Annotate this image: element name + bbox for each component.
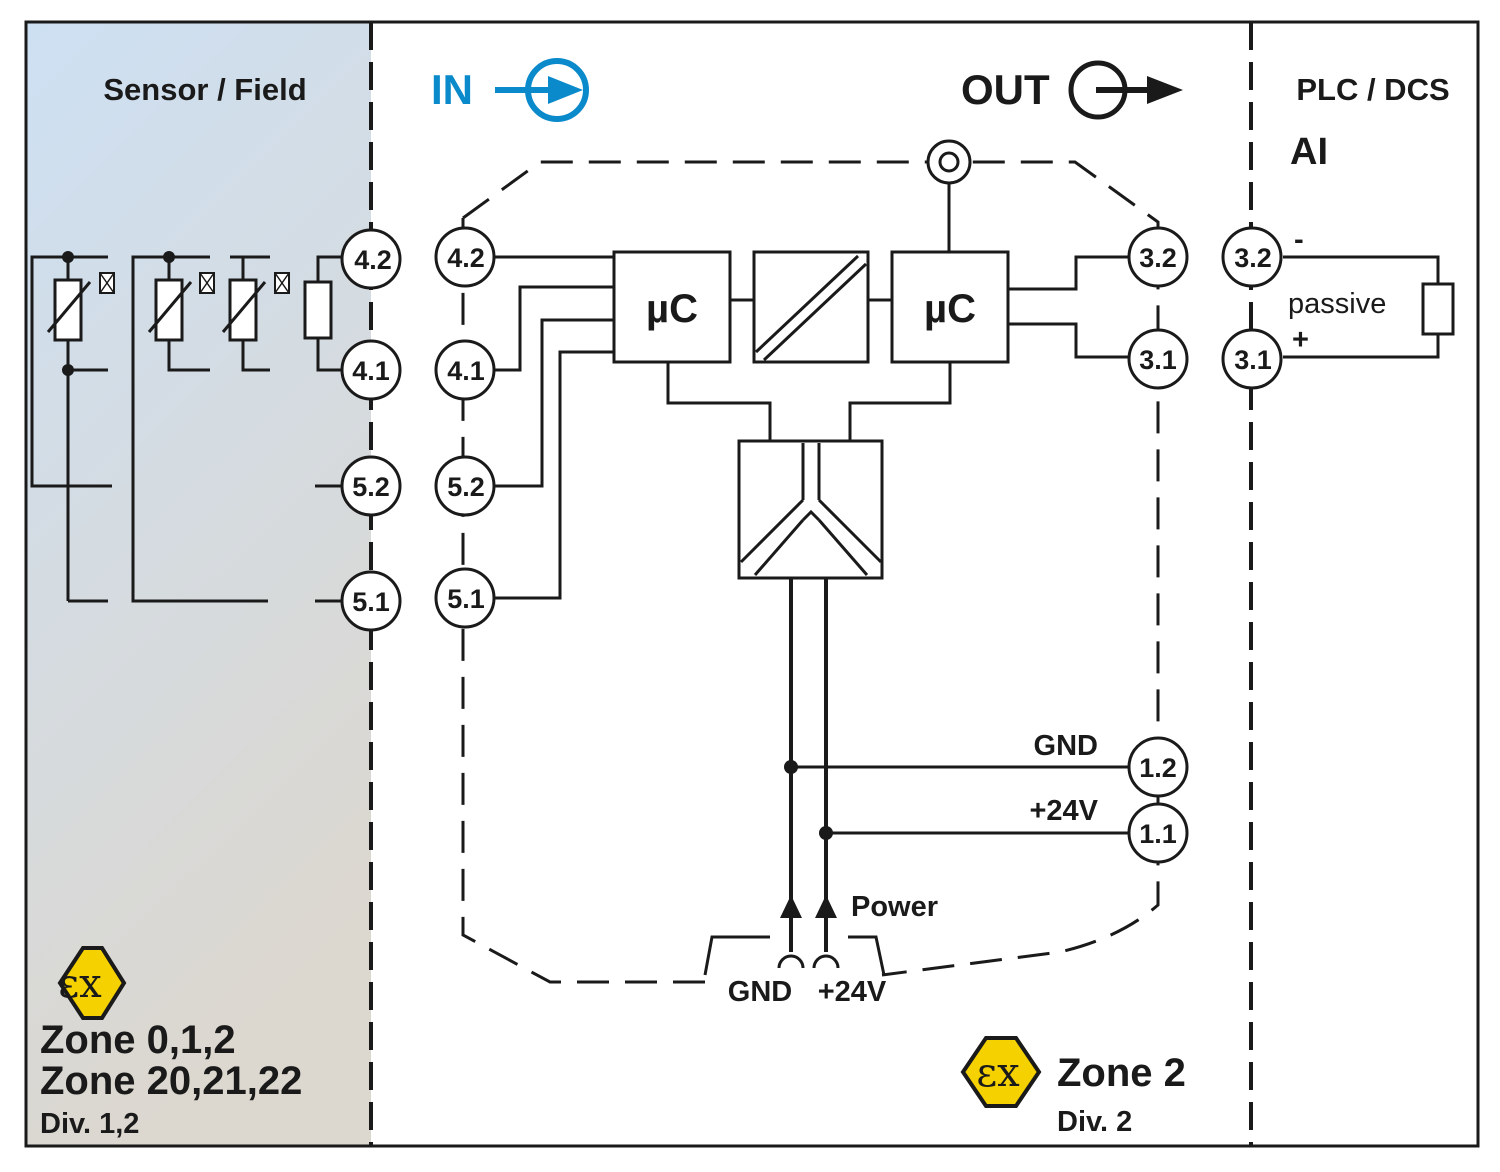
terminal-input-1: 4.2: [434, 226, 496, 288]
svg-text:εx: εx: [976, 1050, 1020, 1096]
field-zone-line2: Zone 20,21,22: [40, 1059, 302, 1103]
terminal-power-1: 1.2: [1127, 736, 1189, 798]
terminal-plc-2: 3.1: [1221, 328, 1283, 390]
svg-text:5.2: 5.2: [352, 472, 390, 502]
gnd-label: GND: [1034, 730, 1098, 762]
svg-text:5.1: 5.1: [352, 587, 390, 617]
terminal-input-4: 5.1: [434, 567, 496, 629]
in-arrow-icon: [548, 76, 583, 104]
ex-badge-field: εx: [57, 946, 127, 1020]
field-sensors: [30, 251, 342, 603]
svg-text:3.1: 3.1: [1139, 345, 1177, 375]
ex-hexagon-icon: [960, 1036, 1042, 1108]
ex-badge-device: εx: [960, 1036, 1042, 1108]
device-div: Div. 2: [1057, 1106, 1132, 1138]
terminal-field-4: 5.1: [340, 570, 402, 632]
terminal-output-1: 3.2: [1127, 226, 1189, 288]
outer-frame: [24, 20, 1480, 1148]
out-signal: OUT: [961, 60, 1183, 120]
terminals-device-input: 4.2 4.1 5.2 5.1: [434, 226, 496, 629]
power-gnd-arrow-icon: [780, 895, 802, 918]
svg-text:4.2: 4.2: [447, 243, 485, 273]
power-label: Power: [851, 891, 938, 923]
plus-label: +: [1292, 324, 1309, 356]
plus24-label: +24V: [1029, 795, 1098, 827]
terminal-field-3: 5.2: [340, 455, 402, 517]
bus-gnd-label: GND: [728, 976, 792, 1008]
minus-label: -: [1294, 224, 1304, 256]
svg-text:4.2: 4.2: [354, 245, 392, 275]
bus-24v-label: +24V: [818, 976, 887, 1008]
plc-load-resistor: [1421, 282, 1455, 336]
uc-left-block: [612, 250, 732, 364]
terminal-field-1: 4.2: [340, 228, 402, 290]
svg-text:5.1: 5.1: [447, 584, 485, 614]
power-24v-arrow-icon: [815, 895, 837, 918]
field-title: Sensor / Field: [103, 72, 306, 107]
terminals-device-output: 3.2 3.1 1.2 1.1: [1127, 226, 1189, 864]
out-arrow-icon: [1147, 76, 1183, 104]
terminal-input-2: 4.1: [434, 339, 496, 401]
svg-text:4.1: 4.1: [352, 356, 390, 386]
out-label: OUT: [961, 66, 1050, 113]
svg-text:3.2: 3.2: [1139, 243, 1177, 273]
device-enclosure: [461, 160, 1160, 984]
isolation-block: [752, 250, 870, 364]
terminal-field-2: 4.1: [340, 339, 402, 401]
earth-terminal-icon: [926, 139, 972, 185]
terminal-plc-1: 3.2: [1221, 226, 1283, 288]
svg-text:5.2: 5.2: [447, 472, 485, 502]
uc-right-block: [890, 250, 1010, 364]
svg-text:εx: εx: [58, 961, 102, 1007]
ex-hexagon-icon: [57, 946, 127, 1020]
passive-label: passive: [1288, 288, 1386, 320]
uc-left-label: µC: [646, 287, 698, 331]
svg-text:4.1: 4.1: [447, 356, 485, 386]
input-wiring: [493, 255, 614, 600]
power-supply-block: [737, 439, 884, 580]
in-label: IN: [431, 66, 473, 113]
terminals-field: 4.2 4.1 5.2 5.1: [340, 228, 402, 632]
field-zone-line1: Zone 0,1,2: [40, 1018, 236, 1062]
in-signal: IN: [431, 58, 589, 122]
field-div: Div. 1,2: [40, 1108, 139, 1140]
plc-title: PLC / DCS: [1296, 72, 1449, 107]
terminals-plc: 3.2 3.1: [1221, 226, 1283, 390]
svg-text:1.2: 1.2: [1139, 753, 1177, 783]
terminal-input-3: 5.2: [434, 455, 496, 517]
terminal-power-2: 1.1: [1127, 802, 1189, 864]
device-zone: Zone 2: [1057, 1051, 1186, 1095]
uc-right-label: µC: [924, 287, 976, 331]
svg-text:1.1: 1.1: [1139, 819, 1177, 849]
terminal-output-2: 3.1: [1127, 328, 1189, 390]
svg-text:3.2: 3.2: [1234, 243, 1272, 273]
svg-text:3.1: 3.1: [1234, 345, 1272, 375]
plc-subtitle: AI: [1290, 131, 1328, 173]
